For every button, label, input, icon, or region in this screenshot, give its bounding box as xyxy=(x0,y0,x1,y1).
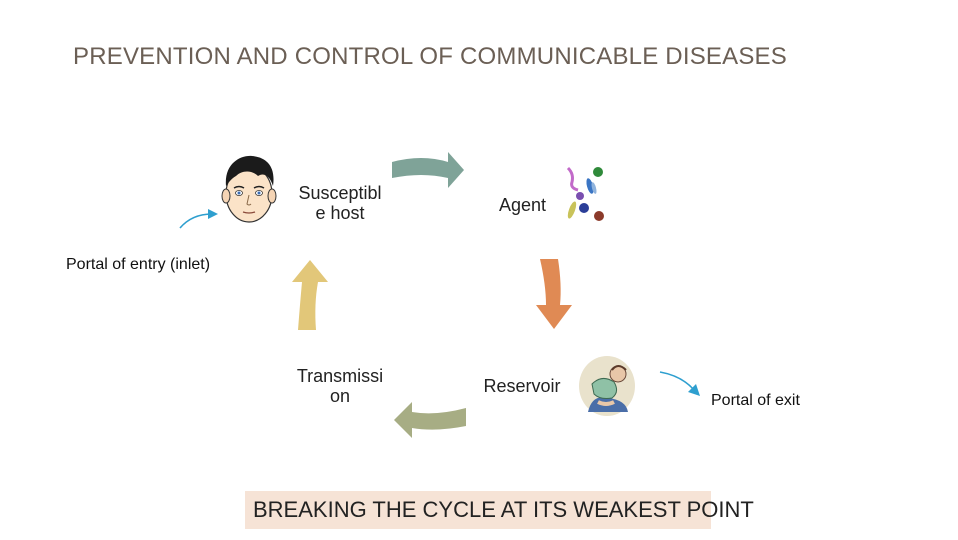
portal-entry-arrow-icon xyxy=(179,209,218,229)
transmission-label: Transmissi on xyxy=(296,366,384,406)
agent-label: Agent xyxy=(498,195,547,215)
arrow-transmission-to-host xyxy=(292,260,328,330)
arrow-host-to-agent xyxy=(392,152,464,188)
bottom-banner: BREAKING THE CYCLE AT ITS WEAKEST POINT xyxy=(253,497,754,522)
page-title: PREVENTION AND CONTROL OF COMMUNICABLE D… xyxy=(73,43,787,70)
man-face-icon xyxy=(221,155,277,223)
arrow-agent-to-reservoir xyxy=(536,259,572,329)
reservoir-label: Reservoir xyxy=(483,376,561,396)
susceptible-host-label: Susceptibl e host xyxy=(298,183,382,223)
portal-entry-label: Portal of entry (inlet) xyxy=(66,256,211,273)
microbes-icon xyxy=(566,166,604,221)
portal-exit-arrow-icon xyxy=(659,371,700,396)
portal-exit-label: Portal of exit xyxy=(711,392,800,409)
sick-person-icon xyxy=(579,356,635,416)
banner-background xyxy=(245,491,711,529)
arrow-reservoir-to-transmission xyxy=(394,402,466,438)
